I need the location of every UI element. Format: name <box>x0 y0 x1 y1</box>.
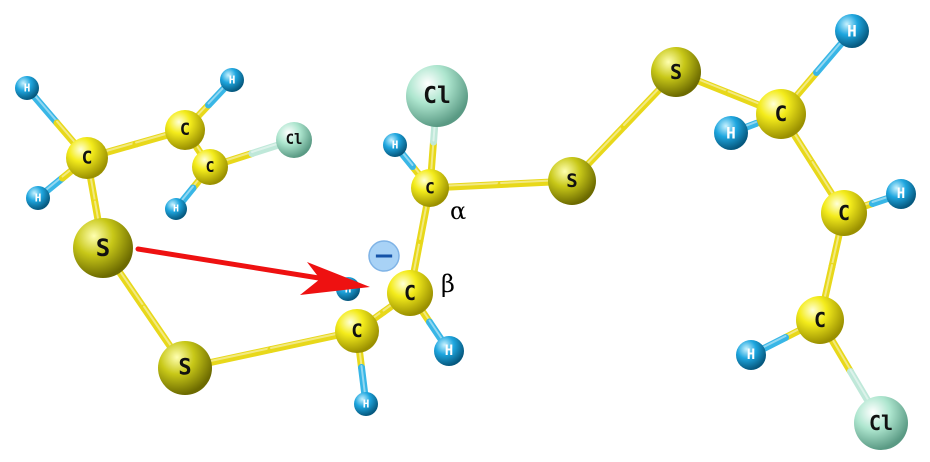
atom-label-c9: C <box>814 308 826 332</box>
atom-sphere-s4 <box>651 47 701 97</box>
atom-label-c7: C <box>775 102 788 126</box>
atom-sphere-s1 <box>73 218 133 278</box>
atom-sphere-h3 <box>220 68 244 92</box>
atom-cl3: Cl <box>854 396 908 450</box>
atom-sphere-c2 <box>165 110 205 150</box>
atom-layer: HHCHCCHClSSCHHCHCHClSSCHHCHCHCl <box>15 14 916 450</box>
atom-sphere-c7 <box>756 89 806 139</box>
atom-c9: C <box>796 296 844 344</box>
charge-badge: − <box>368 240 400 272</box>
atom-label-h2: H <box>35 192 42 205</box>
atom-c5: C <box>387 270 433 316</box>
atom-sphere-c9 <box>796 296 844 344</box>
atom-label-s3: S <box>566 170 577 192</box>
atom-label-c5: C <box>404 281 416 305</box>
atom-h1: H <box>15 76 39 100</box>
atom-c3: C <box>192 149 228 185</box>
atom-sphere-h4 <box>165 198 187 220</box>
atom-sphere-h5 <box>354 392 378 416</box>
atom-c7: C <box>756 89 806 139</box>
atom-s2: S <box>158 341 212 395</box>
atom-label-s4: S <box>670 60 682 84</box>
atom-h11: H <box>886 179 916 209</box>
atom-c6: C <box>411 169 449 207</box>
atom-sphere-h10 <box>714 116 748 150</box>
atom-label-cl1: Cl <box>286 132 303 148</box>
atom-label-h9: H <box>847 22 857 41</box>
atom-s4: S <box>651 47 701 97</box>
atom-label-h1: H <box>24 82 31 95</box>
atom-h7: H <box>434 336 464 366</box>
atom-sphere-c1 <box>66 137 108 179</box>
atom-sphere-h9 <box>835 14 869 48</box>
atom-h4: H <box>165 198 187 220</box>
atom-label-c8: C <box>838 201 850 225</box>
atom-sphere-cl3 <box>854 396 908 450</box>
atom-h2: H <box>26 186 50 210</box>
atom-label-s1: S <box>96 234 110 262</box>
atom-h9: H <box>835 14 869 48</box>
atom-sphere-h8 <box>383 133 407 157</box>
atom-sphere-s2 <box>158 341 212 395</box>
alpha-label: α <box>450 197 466 225</box>
atom-c2: C <box>165 110 205 150</box>
atom-sphere-c3 <box>192 149 228 185</box>
beta-label: β <box>441 270 455 298</box>
atom-sphere-h7 <box>434 336 464 366</box>
atom-sphere-c6 <box>411 169 449 207</box>
reaction-arrow-shaft <box>135 246 328 282</box>
atom-label-c3: C <box>205 158 214 176</box>
atom-sphere-c5 <box>387 270 433 316</box>
atom-sphere-h11 <box>886 179 916 209</box>
atom-sphere-h1 <box>15 76 39 100</box>
atom-label-cl2: Cl <box>423 83 451 109</box>
atom-label-h5: H <box>363 398 370 411</box>
charge-sign: − <box>373 241 395 271</box>
reaction-arrow <box>135 246 370 295</box>
atom-sphere-cl2 <box>406 65 468 127</box>
atom-cl1: Cl <box>276 122 312 158</box>
atom-c4: C <box>335 309 379 353</box>
atom-label-h3: H <box>229 74 236 87</box>
reaction-arrow-head <box>300 262 370 295</box>
atom-c8: C <box>821 190 867 236</box>
atom-label-cl3: Cl <box>869 411 893 435</box>
atom-s3: S <box>548 157 596 205</box>
atom-label-s2: S <box>178 356 191 381</box>
atom-h12: H <box>736 340 766 370</box>
atom-sphere-s3 <box>548 157 596 205</box>
atom-h3: H <box>220 68 244 92</box>
atom-label-h11: H <box>897 186 905 202</box>
atom-sphere-c4 <box>335 309 379 353</box>
atom-sphere-cl1 <box>276 122 312 158</box>
atom-label-c4: C <box>351 320 362 342</box>
atom-h5: H <box>354 392 378 416</box>
atom-s1: S <box>73 218 133 278</box>
atom-c1: C <box>66 137 108 179</box>
atom-label-h4: H <box>173 204 179 215</box>
atom-label-c6: C <box>425 179 435 198</box>
atom-sphere-c8 <box>821 190 867 236</box>
atom-h10: H <box>714 116 748 150</box>
atom-label-h7: H <box>445 343 453 359</box>
atom-sphere-h12 <box>736 340 766 370</box>
atom-sphere-h2 <box>26 186 50 210</box>
atom-h8: H <box>383 133 407 157</box>
atom-label-h10: H <box>726 124 736 143</box>
atom-label-h12: H <box>747 347 755 363</box>
atom-label-c2: C <box>180 120 190 140</box>
atom-cl2: Cl <box>406 65 468 127</box>
atom-label-c1: C <box>82 148 93 169</box>
atom-label-h8: H <box>392 139 399 152</box>
